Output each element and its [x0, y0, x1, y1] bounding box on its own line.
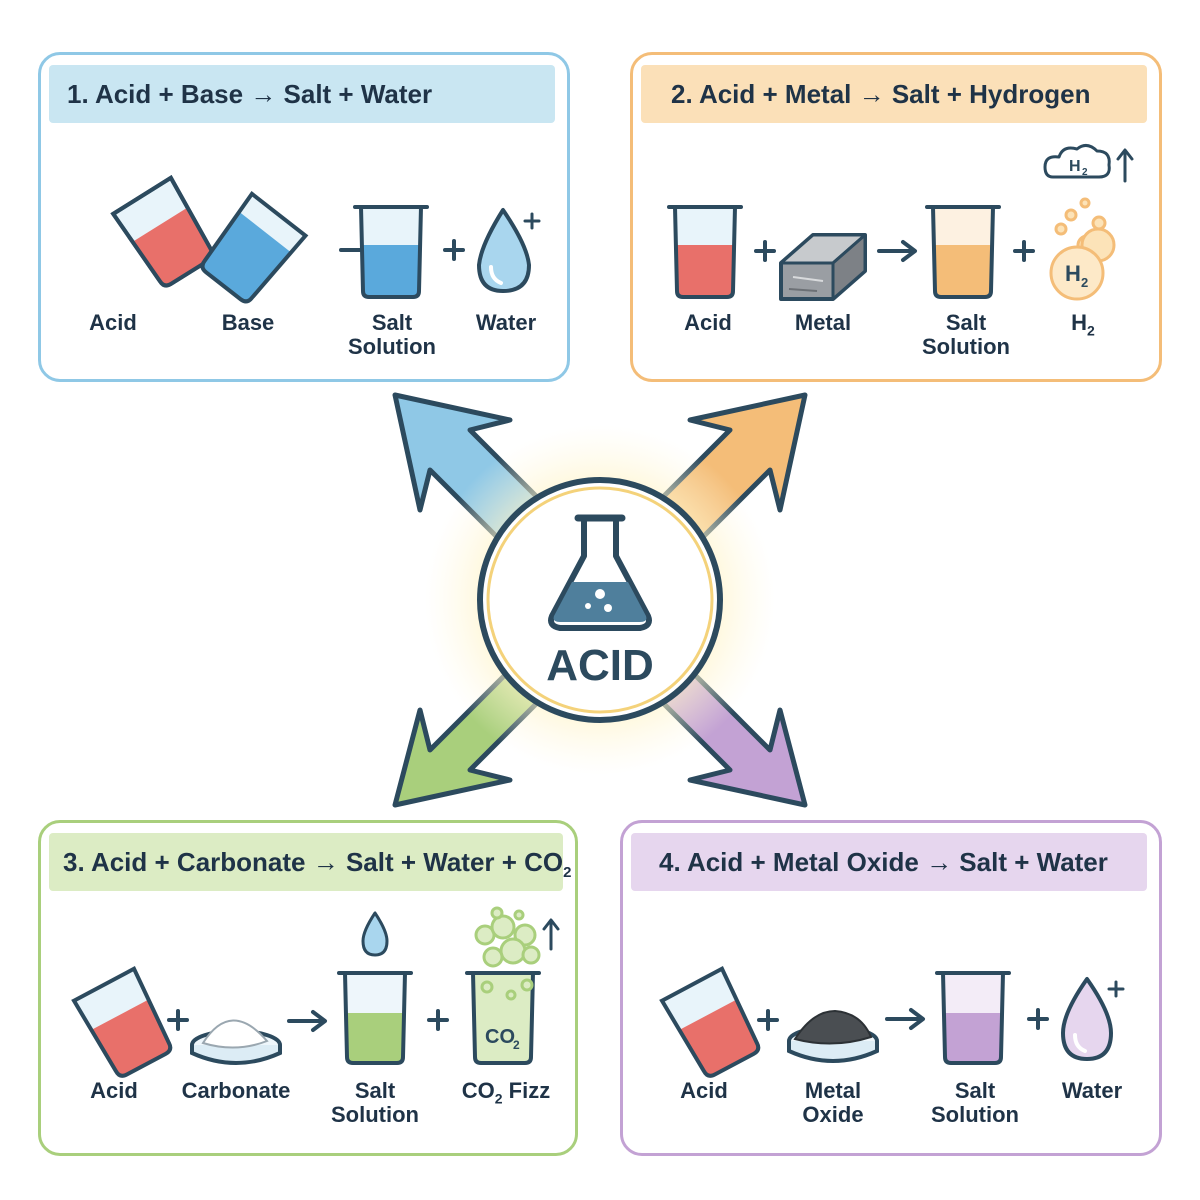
fizz-bubbles-icon: [474, 906, 541, 1001]
panel-acid-metal: 2. Acid + Metal → Salt + Hydrogen: [630, 52, 1162, 382]
plus-icon: [427, 1009, 449, 1031]
center-label: ACID: [546, 641, 654, 690]
right-arrow-icon: [885, 1008, 925, 1030]
svg-text:H: H: [1069, 158, 1081, 175]
panel-title: 2. Acid + Metal → Salt + Hydrogen: [641, 65, 1147, 123]
panel-illustration: [110, 175, 541, 304]
acid-beaker-icon: [110, 175, 215, 288]
plus-icon: [1013, 240, 1035, 262]
plus-icon: [167, 1009, 189, 1031]
panel-illustration: H 2 H 2: [667, 144, 1134, 301]
panel-acid-carbonate: 3. Acid + Carbonate → Salt + Water + CO2: [38, 820, 578, 1156]
salt-solution-beaker-icon: [353, 205, 429, 299]
plus-icon: [1027, 1008, 1049, 1030]
salt-solution-beaker-icon: [935, 971, 1011, 1065]
hydrogen-bubbles-icon: [1049, 197, 1116, 301]
label-water: Water: [475, 310, 537, 335]
up-arrow-icon: [542, 918, 560, 951]
water-drop-icon: [477, 208, 541, 293]
water-drop-icon: [361, 911, 389, 957]
label-base: Base: [221, 310, 275, 335]
label-acid: Acid: [90, 1078, 138, 1103]
metal-oxide-dish-icon: [787, 1009, 879, 1063]
panel-title: 3. Acid + Carbonate → Salt + Water + CO2: [49, 833, 572, 891]
bubble-h2-text: H: [1065, 261, 1081, 286]
panel-illustration: [659, 966, 1125, 1078]
label-acid: Acid: [680, 1078, 728, 1103]
right-arrow-icon: [877, 240, 917, 262]
salt-solution-beaker-icon: [337, 971, 413, 1065]
carbonate-dish-icon: [190, 1019, 282, 1065]
up-arrow-icon: [1116, 148, 1134, 183]
acid-beaker-icon: [667, 205, 743, 299]
label-acid: Acid: [684, 310, 732, 335]
flask-icon: [548, 514, 652, 631]
svg-text:2: 2: [1082, 167, 1088, 178]
hydrogen-cloud-icon: H 2: [1043, 144, 1111, 179]
plus-icon: [754, 240, 776, 262]
acid-beaker-icon: [659, 966, 761, 1078]
salt-solution-beaker-icon: [925, 205, 1001, 299]
plus-icon: [443, 239, 465, 261]
right-arrow-icon: [287, 1010, 327, 1032]
metal-block-icon: [779, 233, 867, 301]
svg-text:CO: CO: [485, 1026, 515, 1048]
svg-text:2: 2: [1081, 275, 1088, 290]
label-h2: H2: [1071, 310, 1095, 339]
panel-illustration: CO 2: [71, 906, 560, 1078]
panel-title: 4. Acid + Metal Oxide → Salt + Water: [631, 833, 1147, 891]
label-co2-fizz: CO2 Fizz: [461, 1078, 551, 1107]
label-metal: Metal: [794, 310, 852, 335]
base-beaker-icon: [200, 190, 309, 304]
label-carbonate: Carbonate: [181, 1078, 291, 1103]
acid-beaker-icon: [71, 966, 173, 1078]
panel-title: 1. Acid + Base → Salt + Water: [49, 65, 555, 123]
co2-fizz-beaker-icon: CO 2: [465, 971, 541, 1065]
label-acid: Acid: [89, 310, 137, 335]
water-drop-icon: [1061, 977, 1125, 1061]
panel-acid-base: 1. Acid + Base → Salt + Water: [38, 52, 570, 382]
plus-icon: [757, 1009, 779, 1031]
label-water: Water: [1061, 1078, 1123, 1103]
svg-text:2: 2: [513, 1038, 520, 1052]
panel-acid-metal-oxide: 4. Acid + Metal Oxide → Salt + Water: [620, 820, 1162, 1156]
